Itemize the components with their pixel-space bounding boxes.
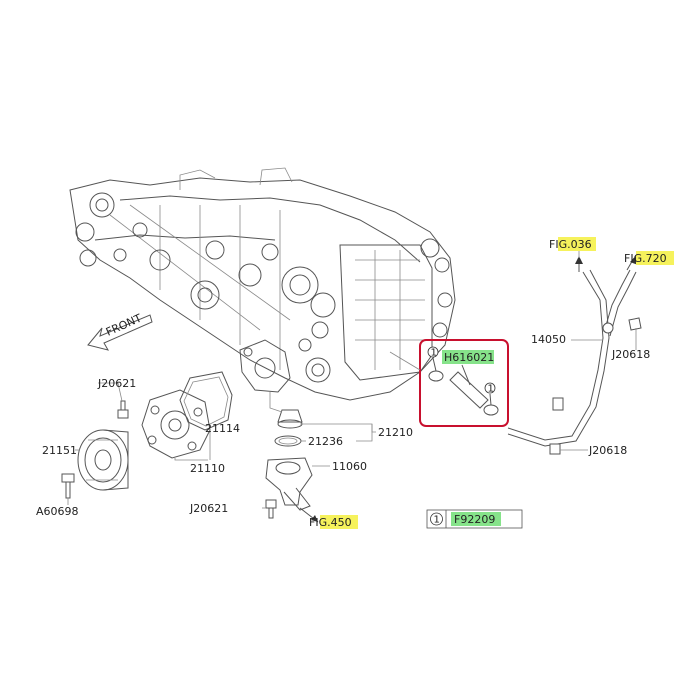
ref-1-right: 1 (488, 384, 494, 395)
part-21151-label: 21151 (42, 444, 77, 457)
part-j20618-top-label: J20618 (611, 348, 650, 361)
front-direction-indicator: FRONT (87, 311, 153, 351)
part-j20621-bottom-label: J20621 (189, 502, 228, 515)
engine-block-illustration (69, 167, 456, 401)
water-pump-group (61, 371, 233, 499)
hose-callout: H616021 1 1 (419, 339, 509, 427)
leader-lines (67, 250, 637, 509)
part-11060-label: 11060 (332, 460, 367, 473)
hose-callout-frame (419, 339, 509, 427)
fig720-label: FIG.720 (624, 252, 667, 265)
gasket-21114 (179, 371, 233, 431)
part-21114-label: 21114 (205, 422, 240, 435)
water-pump-21110 (141, 389, 211, 459)
part-21110-label: 21110 (190, 462, 225, 475)
fig036-label: FIG.036 (549, 238, 592, 251)
pipe-14050 (507, 271, 604, 441)
f92209-highlight (451, 512, 501, 526)
hose-clamp-left (428, 370, 444, 382)
thermostat-group (265, 409, 319, 523)
h616021-highlight (442, 350, 494, 364)
part-j20621-left-label: J20621 (97, 377, 136, 390)
h616021-label: H616021 (444, 351, 494, 364)
fig036-highlight (558, 237, 596, 251)
thermostat-21210 (277, 409, 303, 423)
part-f92209-label: F92209 (454, 513, 495, 526)
part-a60698-label: A60698 (36, 505, 79, 518)
part-j20618-bottom-label: J20618 (588, 444, 627, 457)
hose-h616021 (449, 371, 489, 409)
ref-1-top-left: 1 (431, 348, 437, 359)
thermostat-cover-11060 (265, 457, 313, 506)
fig720-highlight (636, 251, 674, 265)
hose-clamp-right (483, 404, 499, 416)
fig450-highlight (320, 515, 358, 529)
part-21210-label: 21210 (378, 426, 413, 439)
part-labels: FIG.036 FIG.720 14050 J20618 J20618 J206… (36, 237, 674, 529)
part-14050-label: 14050 (531, 333, 566, 346)
part-21236-label: 21236 (308, 435, 343, 448)
fig450-label: FIG.450 (309, 516, 352, 529)
ref-1-legend: 1 (434, 515, 440, 526)
